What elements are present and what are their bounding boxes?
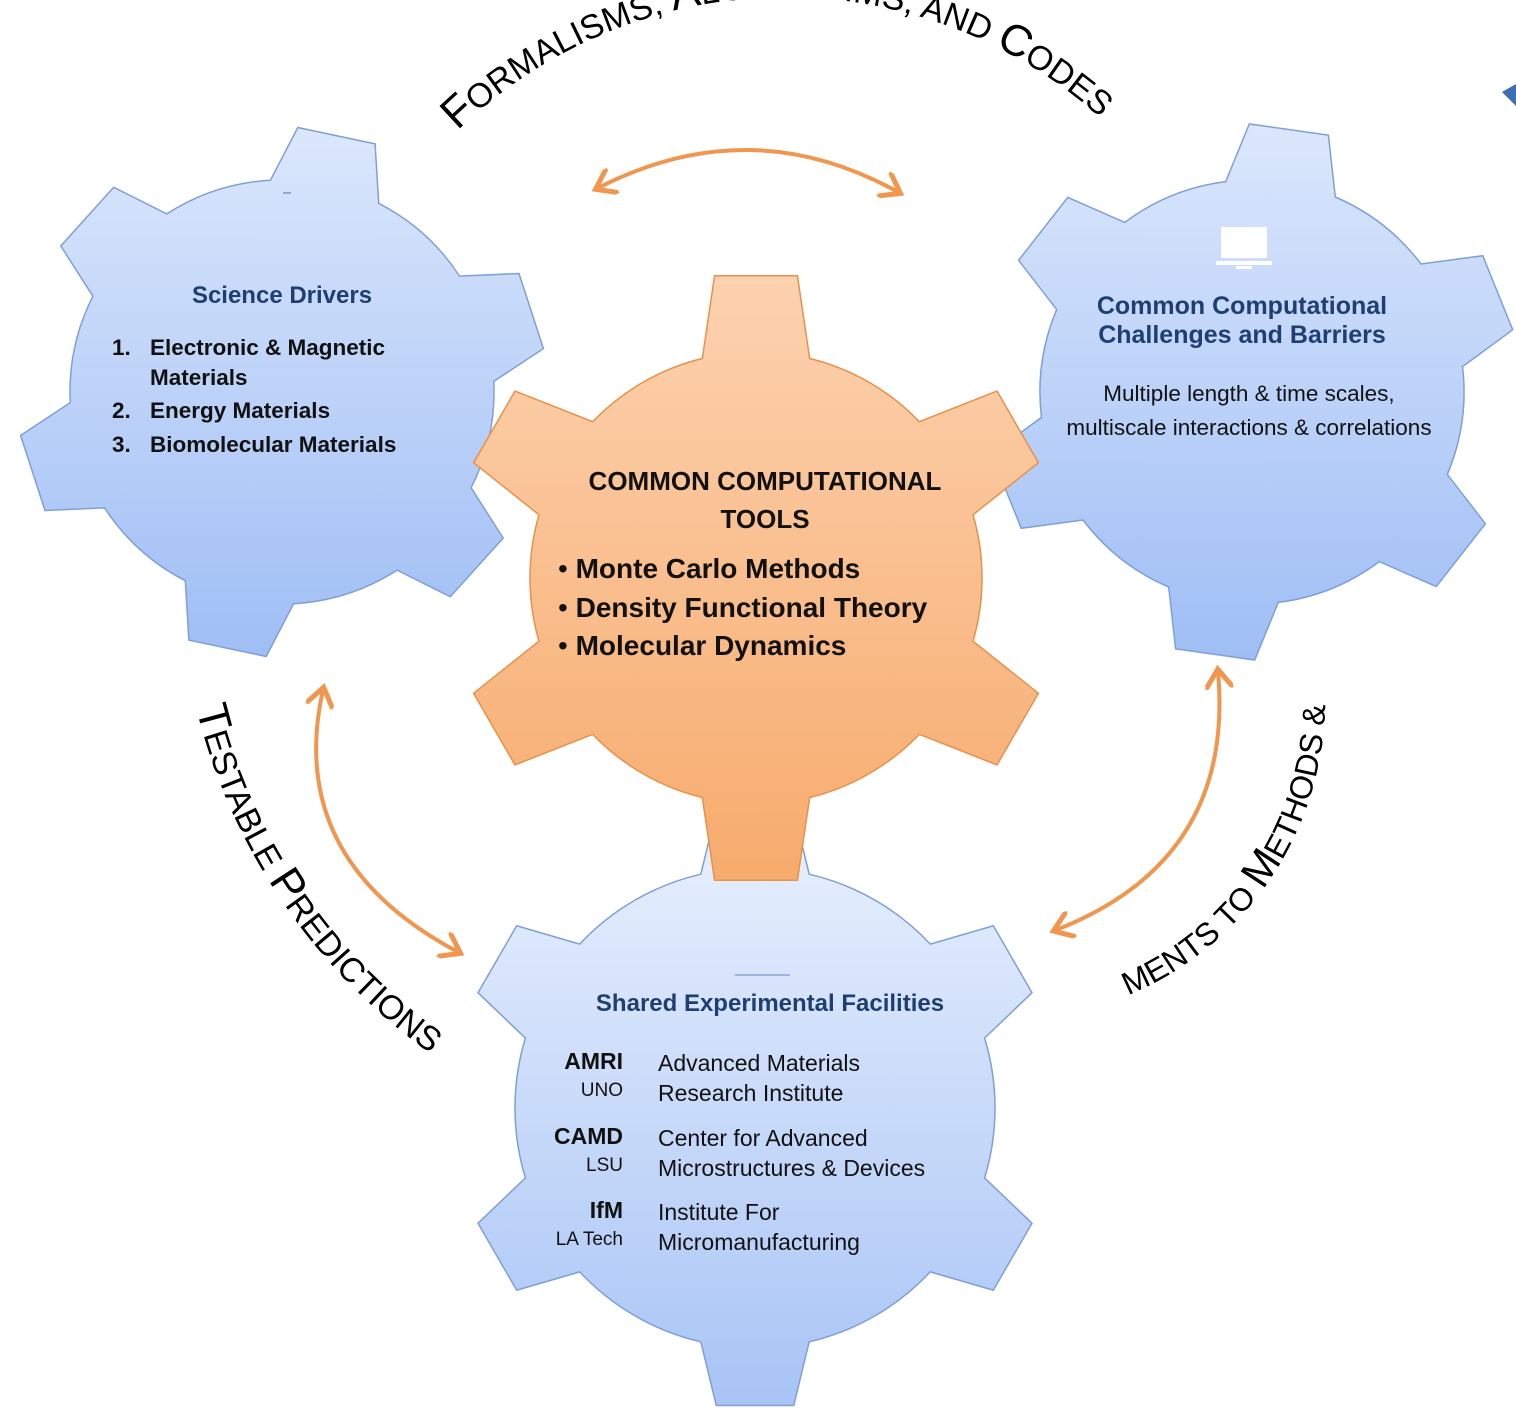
- list-item: 2.Energy Materials: [112, 397, 331, 423]
- arrow-top: [598, 148, 898, 192]
- list-item: 3.Biomolecular Materials: [112, 432, 397, 458]
- facility-abbr: AMRI: [564, 1048, 623, 1074]
- facility-institution: LA Tech: [555, 1229, 623, 1250]
- challenges-body: Multiple length & time scales, multiscal…: [1066, 381, 1432, 440]
- facility-institution: LSU: [586, 1155, 623, 1176]
- facility-abbr: IfM: [589, 1197, 623, 1223]
- facilities-title: Shared Experimental Facilities: [595, 990, 945, 1017]
- tools-gear: [472, 275, 1040, 881]
- science-drivers-gear: [19, 126, 545, 658]
- computer-monitor-icon: [1216, 227, 1272, 269]
- science-drivers-title: Science Drivers: [191, 282, 373, 309]
- challenges-title: Common Computational Challenges and Barr…: [1096, 292, 1388, 349]
- tools-title: COMMON COMPUTATIONAL TOOLS: [588, 466, 942, 534]
- challenges-gear: [990, 123, 1514, 661]
- facility-name: Institute For Micromanufacturing: [658, 1199, 860, 1255]
- list-item: • Density Functional Theory: [558, 591, 928, 623]
- facility-institution: UNO: [580, 1080, 623, 1101]
- facility-abbr: CAMD: [554, 1123, 623, 1149]
- arrow-right: [1056, 672, 1219, 930]
- arrow-left: [316, 690, 458, 952]
- corner-mark: [1502, 84, 1516, 106]
- facility-name: Advanced Materials Research Institute: [658, 1050, 860, 1106]
- tools-list: • Monte Carlo Methods • Density Function…: [558, 550, 1018, 666]
- facility-name: Center for Advanced Microstructures & De…: [658, 1125, 926, 1181]
- list-item: • Monte Carlo Methods: [558, 553, 861, 584]
- list-item: 1.Electronic & Magnetic Materials: [112, 335, 386, 391]
- facilities-gear: [477, 809, 1033, 1407]
- arc-label-top: FORMALISMS, ALGORITHMS, AND CODES: [431, 0, 1120, 138]
- science-drivers-list: 1.Electronic & Magnetic Materials 2.Ener…: [112, 333, 452, 461]
- list-item: • Molecular Dynamics: [558, 630, 847, 662]
